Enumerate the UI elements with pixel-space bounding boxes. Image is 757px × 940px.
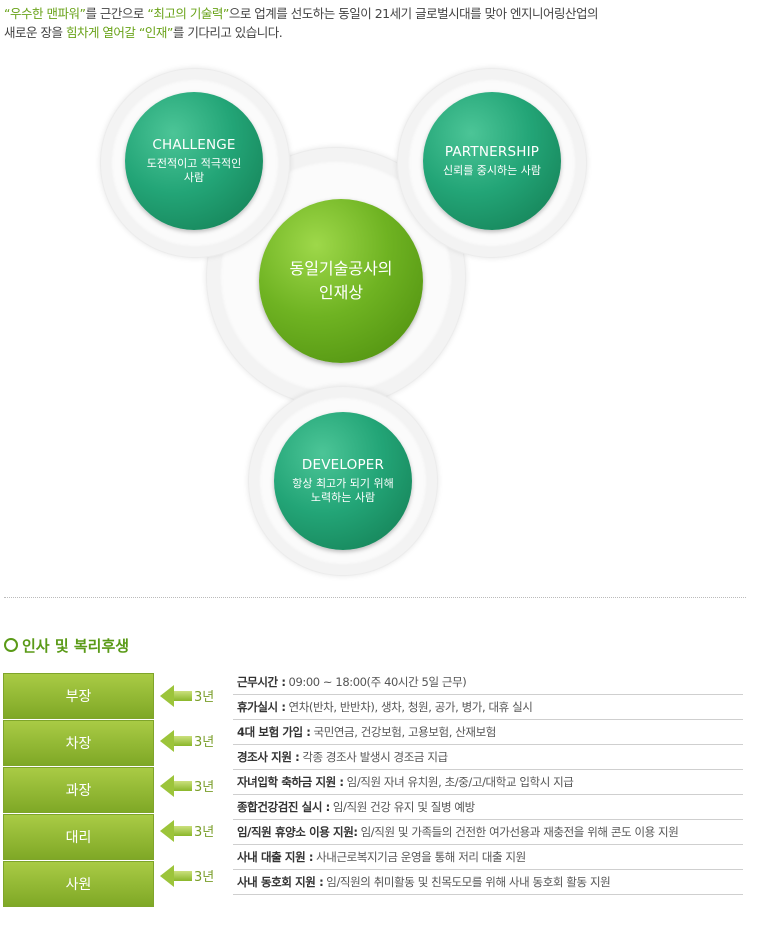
promotion-step: 3년 <box>160 763 230 808</box>
partnership-circle: PARTNERSHIP 신뢰를 중시하는 사람 <box>423 92 561 230</box>
intro-text-part: 으로 업계를 선도하는 동일이 21세기 글로벌시대를 맞아 엔지니어링산업의 <box>228 6 599 21</box>
partnership-desc: 신뢰를 중시하는 사람 <box>442 164 542 177</box>
benefit-label: 종합건강검진 실시 : <box>237 800 330 814</box>
benefit-item: 휴가실시 :연차(반차, 반반차), 생차, 청원, 공가, 병가, 대휴 실시 <box>233 695 743 720</box>
benefit-text: 각종 경조사 발생시 경조금 지급 <box>302 750 448 764</box>
benefit-item: 사내 대출 지원 :사내근로복지기금 운영을 통해 저리 대출 지원 <box>233 845 743 870</box>
circle-bullet-icon <box>4 638 18 652</box>
years-label: 3년 <box>194 690 215 705</box>
benefit-item: 사내 동호회 지원 :임/직원의 취미활동 및 친목도모를 위해 사내 동호회 … <box>233 870 743 895</box>
benefit-label: 4대 보험 가입 : <box>237 725 311 739</box>
developer-circle: DEVELOPER 항상 최고가 되기 위해 노력하는 사람 <box>274 412 412 550</box>
benefit-label: 자녀입학 축하금 지원 : <box>237 775 344 789</box>
benefit-text: 연차(반차, 반반차), 생차, 청원, 공가, 병가, 대휴 실시 <box>288 700 533 714</box>
rank-item: 차장 <box>3 720 154 766</box>
benefit-item: 자녀입학 축하금 지원 :임/직원 자녀 유치원, 초/중/고/대학교 입학시 … <box>233 770 743 795</box>
benefit-label: 사내 동호회 지원 : <box>237 875 324 889</box>
rank-item: 사원 <box>3 861 154 907</box>
challenge-desc: 도전적이고 적극적인 사람 <box>146 157 242 184</box>
intro-highlight-manpower: “우수한 맨파워” <box>4 6 86 21</box>
intro-text-part: 새로운 장을 <box>4 25 66 40</box>
intro-text: “우수한 맨파워”를 근간으로 “최고의 기술력”으로 업계를 선도하는 동일이… <box>4 4 754 42</box>
benefit-text: 사내근로복지기금 운영을 통해 저리 대출 지원 <box>316 850 526 864</box>
promotion-step: 3년 <box>160 808 230 853</box>
benefit-text: 임/직원의 취미활동 및 친목도모를 위해 사내 동호회 활동 지원 <box>326 875 611 889</box>
years-label: 3년 <box>194 780 215 795</box>
partnership-title: PARTNERSHIP <box>444 144 540 160</box>
benefit-text: 임/직원 건강 유지 및 질병 예방 <box>332 800 475 814</box>
challenge-circle: CHALLENGE 도전적이고 적극적인 사람 <box>125 92 263 230</box>
benefit-item: 4대 보험 가입 :국민연금, 건강보험, 고용보험, 산재보험 <box>233 720 743 745</box>
benefit-text: 국민연금, 건강보험, 고용보험, 산재보험 <box>313 725 497 739</box>
benefit-text: 임/직원 자녀 유치원, 초/중/고/대학교 입학시 지급 <box>346 775 574 789</box>
intro-text-part: 를 기다리고 있습니다. <box>172 25 283 40</box>
intro-highlight-talent: 힘차게 열어갈 “인재” <box>65 25 173 40</box>
rank-item: 과장 <box>3 767 154 813</box>
intro-highlight-technology: “최고의 기술력” <box>147 6 229 21</box>
benefit-label: 사내 대출 지원 : <box>237 850 314 864</box>
benefit-label: 근무시간 : <box>237 675 286 689</box>
benefit-item: 경조사 지원 :각종 경조사 발생시 경조금 지급 <box>233 745 743 770</box>
promotion-step: 3년 <box>160 673 230 718</box>
section-title: 인사 및 복리후생 <box>4 634 129 656</box>
intro-text-part: 를 근간으로 <box>85 6 148 21</box>
center-label: 동일기술공사의 인재상 <box>289 259 393 302</box>
benefit-item: 임/직원 휴양소 이용 지원:임/직원 및 가족들의 건전한 여가선용과 재충전… <box>233 820 743 845</box>
years-label: 3년 <box>194 735 215 750</box>
benefit-label: 경조사 지원 : <box>237 750 300 764</box>
intro-line-2: 새로운 장을 힘차게 열어갈 “인재”를 기다리고 있습니다. <box>4 23 754 42</box>
benefit-item: 종합건강검진 실시 :임/직원 건강 유지 및 질병 예방 <box>233 795 743 820</box>
center-circle: 동일기술공사의 인재상 <box>259 199 423 363</box>
dotted-divider <box>4 597 746 598</box>
promotion-step: 3년 <box>160 853 230 898</box>
arrow-left-icon <box>160 729 192 752</box>
developer-title: DEVELOPER <box>301 457 385 473</box>
years-label: 3년 <box>194 870 215 885</box>
promotion-arrows: 3년 3년 3년 3년 3년 <box>160 673 230 898</box>
benefit-text: 09:00 ~ 18:00(주 40시간 5일 근무) <box>288 675 467 689</box>
arrow-left-icon <box>160 864 192 887</box>
arrow-left-icon <box>160 684 192 707</box>
arrow-left-icon <box>160 774 192 797</box>
benefit-list: 근무시간 :09:00 ~ 18:00(주 40시간 5일 근무) 휴가실시 :… <box>233 670 743 895</box>
years-label: 3년 <box>194 825 215 840</box>
arrow-left-icon <box>160 819 192 842</box>
benefit-label: 임/직원 휴양소 이용 지원: <box>237 825 358 839</box>
benefit-text: 임/직원 및 가족들의 건전한 여가선용과 재충전을 위해 콘도 이용 지원 <box>360 825 679 839</box>
rank-list: 부장 차장 과장 대리 사원 <box>3 673 154 908</box>
developer-desc: 항상 최고가 되기 위해 노력하는 사람 <box>292 477 394 504</box>
rank-item: 부장 <box>3 673 154 719</box>
intro-line-1: “우수한 맨파워”를 근간으로 “최고의 기술력”으로 업계를 선도하는 동일이… <box>4 4 754 23</box>
challenge-title: CHALLENGE <box>152 137 236 153</box>
benefit-label: 휴가실시 : <box>237 700 286 714</box>
benefit-item: 근무시간 :09:00 ~ 18:00(주 40시간 5일 근무) <box>233 670 743 695</box>
rank-item: 대리 <box>3 814 154 860</box>
talent-diagram: CHALLENGE 도전적이고 적극적인 사람 PARTNERSHIP 신뢰를 … <box>100 68 587 576</box>
promotion-step: 3년 <box>160 718 230 763</box>
section-title-text: 인사 및 복리후생 <box>22 636 130 655</box>
